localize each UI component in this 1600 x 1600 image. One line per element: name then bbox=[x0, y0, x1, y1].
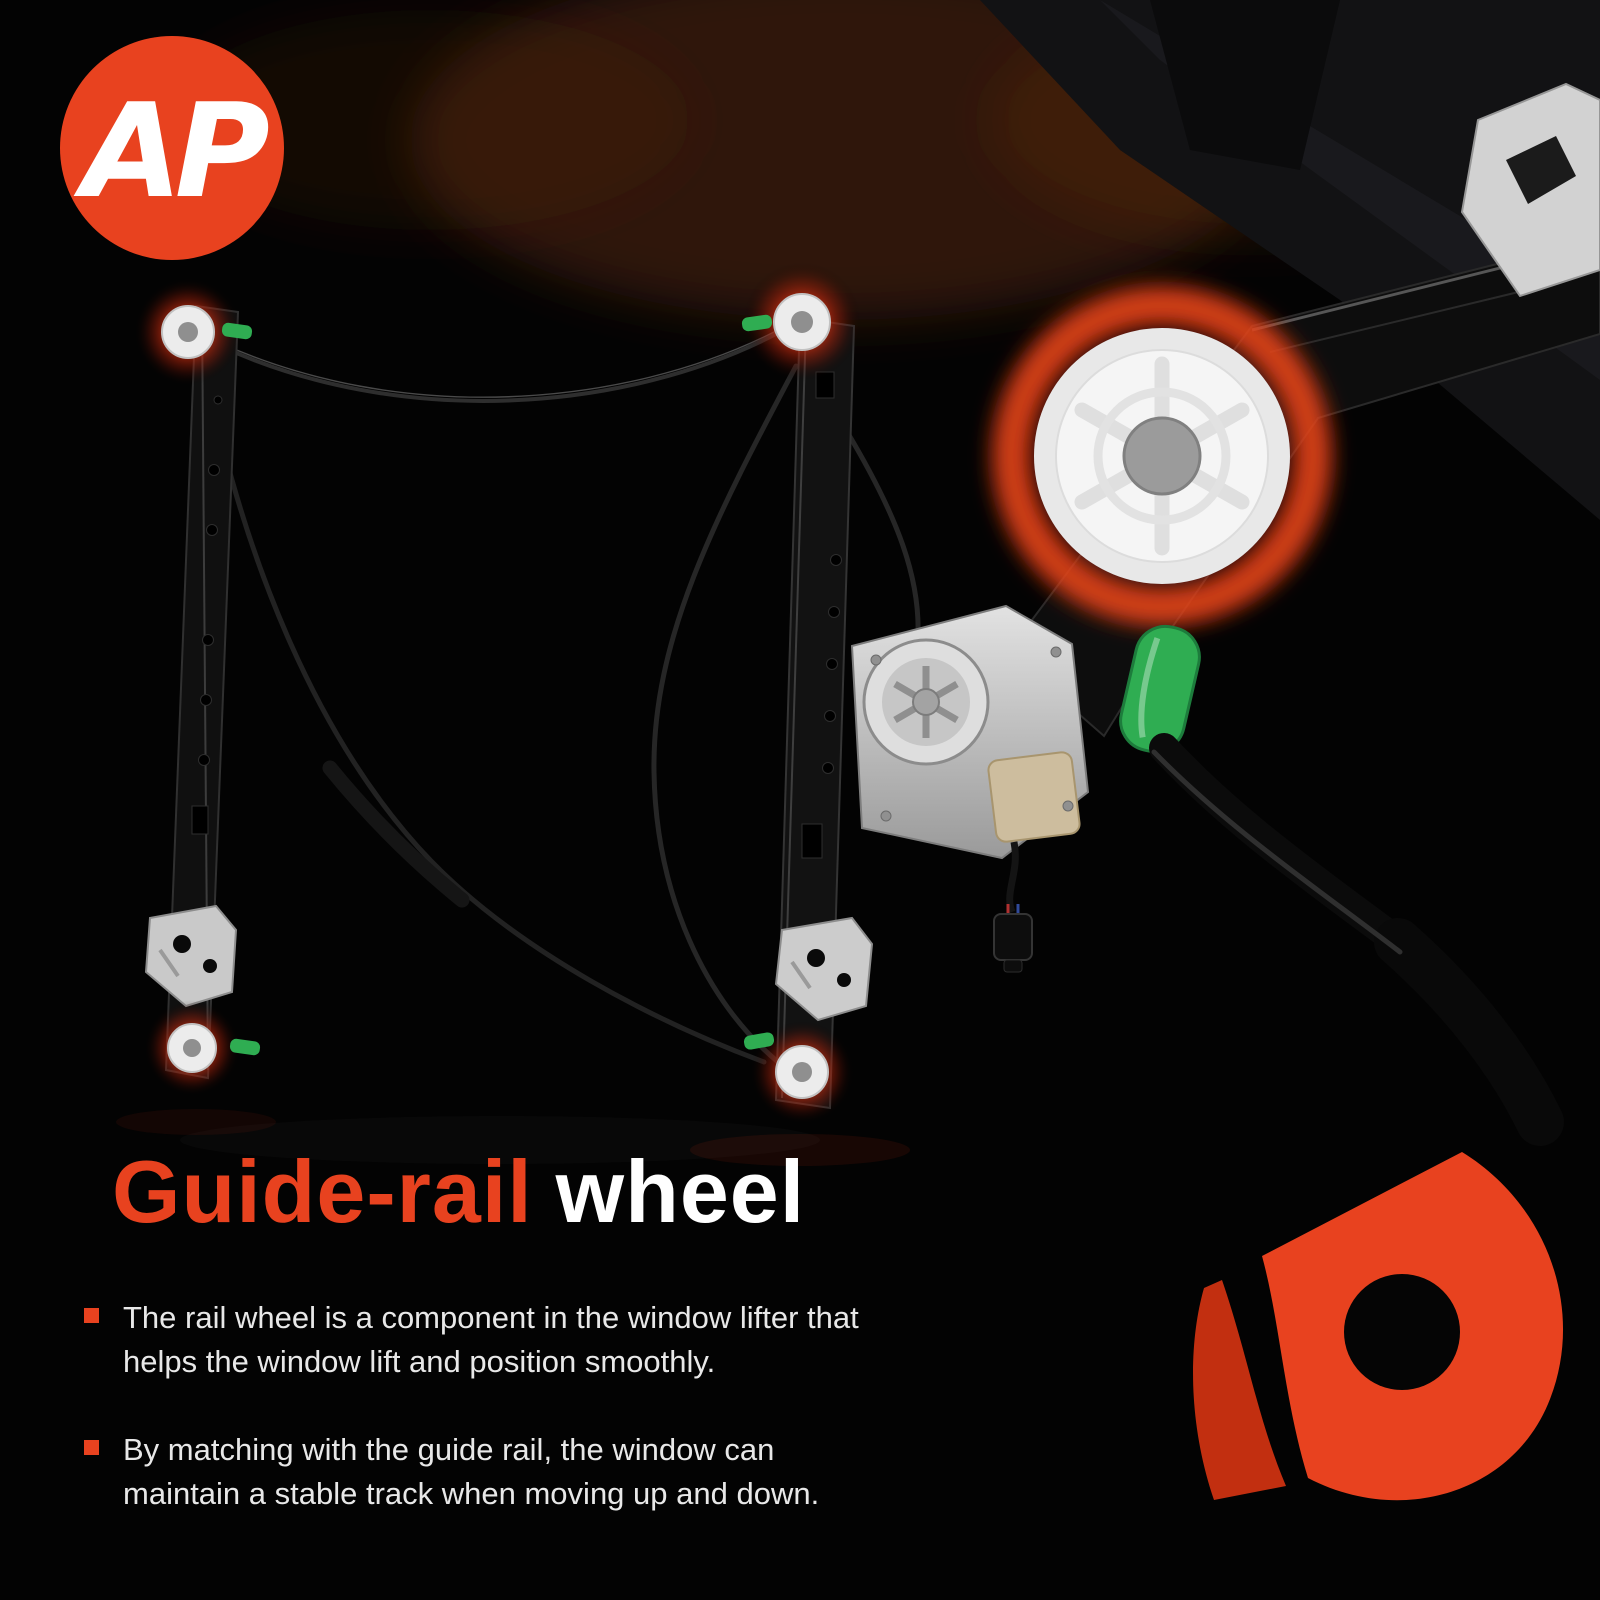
door-latch-part bbox=[1460, 82, 1600, 298]
guide-roller-top-left bbox=[134, 278, 253, 386]
motor-connector bbox=[993, 913, 1033, 961]
bowden-cable-closeup bbox=[1149, 733, 1564, 1146]
bullet-2-line-1: By matching with the guide rail, the win… bbox=[123, 1432, 775, 1468]
floor-reflections bbox=[116, 1109, 910, 1166]
bullet-text-2: By matching with the guide rail, the win… bbox=[123, 1428, 819, 1516]
decorative-brand-mark bbox=[1193, 1152, 1564, 1501]
mount-bracket-left bbox=[144, 904, 238, 1008]
wheel-glow-ring-icon bbox=[991, 285, 1333, 627]
guide-rail-right bbox=[774, 316, 856, 1110]
bullet-1-line-2: helps the window lift and position smoot… bbox=[123, 1344, 716, 1380]
window-motor bbox=[850, 604, 1090, 973]
mount-bracket-right bbox=[774, 916, 874, 1022]
bullet-2-line-2: maintain a stable track when moving up a… bbox=[123, 1476, 820, 1512]
cable-clip-closeup bbox=[1119, 624, 1201, 754]
bullet-text-1: The rail wheel is a component in the win… bbox=[123, 1296, 859, 1384]
guide-roller-bottom-left bbox=[144, 1000, 261, 1096]
motor-wire bbox=[1006, 841, 1019, 914]
guide-rail-wheel-closeup bbox=[991, 285, 1333, 627]
brand-logo-text: AP bbox=[73, 75, 269, 227]
bullet-1-line-1: The rail wheel is a component in the win… bbox=[123, 1300, 859, 1336]
guide-roller-top-right bbox=[741, 262, 862, 382]
wheel-hub bbox=[1122, 416, 1202, 496]
heading-rest: wheel bbox=[555, 1142, 806, 1241]
bullet-item-2: By matching with the guide rail, the win… bbox=[84, 1428, 944, 1516]
drive-cables bbox=[203, 330, 921, 1065]
bullet-square-icon bbox=[84, 1440, 99, 1456]
bullet-square-icon bbox=[84, 1308, 99, 1324]
bullet-item-1: The rail wheel is a component in the win… bbox=[84, 1296, 944, 1384]
bullet-list: The rail wheel is a component in the win… bbox=[84, 1296, 944, 1516]
guide-roller-bottom-right bbox=[743, 1020, 854, 1124]
heading-highlight: Guide-rail bbox=[112, 1142, 533, 1241]
brand-logo: AP bbox=[60, 36, 284, 260]
